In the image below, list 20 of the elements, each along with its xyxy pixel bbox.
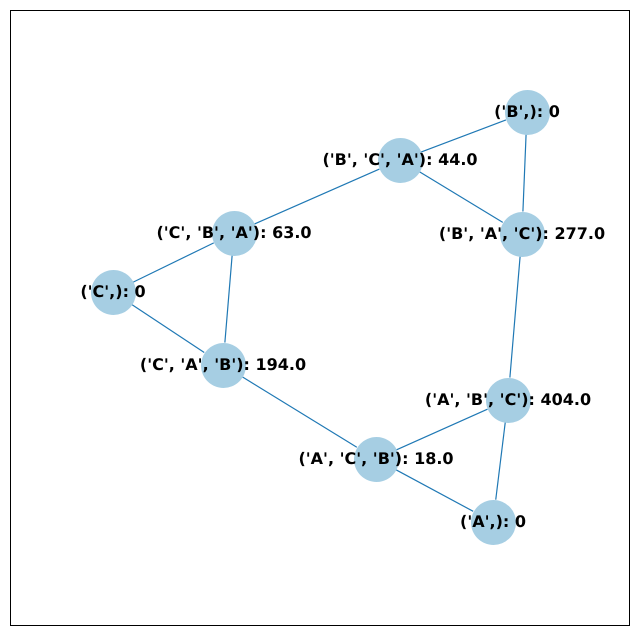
node-label: ('A', 'C', 'B'): 18.0 bbox=[298, 451, 454, 467]
edge-line bbox=[522, 134, 527, 212]
node-label: ('C', 'A', 'B'): 194.0 bbox=[140, 357, 306, 373]
edge-line bbox=[254, 168, 380, 224]
edge-line bbox=[224, 255, 233, 343]
node-label: ('B',): 0 bbox=[494, 104, 560, 120]
edge-line bbox=[418, 171, 504, 223]
node-label: ('A',): 0 bbox=[460, 514, 526, 530]
node-label: ('C', 'B', 'A'): 63.0 bbox=[156, 225, 312, 241]
node-label: ('C',): 0 bbox=[80, 284, 146, 300]
node-label: ('B', 'C', 'A'): 44.0 bbox=[322, 152, 478, 168]
edge-line bbox=[131, 304, 205, 354]
edge-line bbox=[396, 408, 488, 450]
edge-line bbox=[495, 422, 506, 500]
node-label: ('A', 'B', 'C'): 404.0 bbox=[424, 392, 592, 408]
edge-line bbox=[132, 242, 214, 283]
edge-line bbox=[242, 376, 358, 448]
edge-line bbox=[420, 119, 506, 153]
node-label: ('B', 'A', 'C'): 277.0 bbox=[438, 226, 606, 242]
edge-line bbox=[509, 256, 521, 378]
